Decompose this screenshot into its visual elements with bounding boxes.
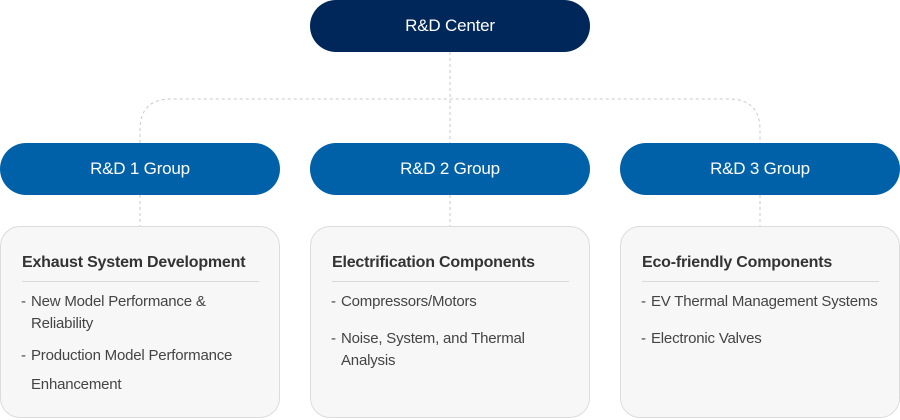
list-item: Compressors/Motors [331, 291, 569, 313]
group-node-1: R&D 1 Group [0, 143, 280, 195]
group-3-card: Eco-friendly Components EV Thermal Manag… [620, 226, 900, 418]
card-1-list: New Model Performance & Reliability Prod… [21, 291, 259, 399]
rd-center-label: R&D Center [405, 16, 495, 35]
group-1-label: R&D 1 Group [90, 159, 190, 178]
list-item: Noise, System, and Thermal Analysis [331, 328, 569, 372]
list-item: EV Thermal Management Systems [641, 291, 879, 313]
group-3-label: R&D 3 Group [710, 159, 810, 178]
group-2-label: R&D 2 Group [400, 159, 500, 178]
list-item: Electronic Valves [641, 328, 879, 350]
group-1-card: Exhaust System Development New Model Per… [0, 226, 280, 418]
card-1-title: Exhaust System Development [22, 254, 259, 282]
list-item: New Model Performance & Reliability [21, 291, 259, 335]
card-2-list: Compressors/Motors Noise, System, and Th… [331, 291, 569, 372]
card-3-title: Eco-friendly Components [642, 254, 879, 282]
list-item: Production Model Performance Enhancement [21, 341, 259, 399]
connector-branch [139, 98, 761, 143]
card-3-list: EV Thermal Management Systems Electronic… [641, 291, 879, 350]
group-2-card: Electrification Components Compressors/M… [310, 226, 590, 418]
group-node-2: R&D 2 Group [310, 143, 590, 195]
card-2-title: Electrification Components [332, 254, 569, 282]
group-node-3: R&D 3 Group [620, 143, 900, 195]
rd-center-node: R&D Center [310, 0, 590, 52]
